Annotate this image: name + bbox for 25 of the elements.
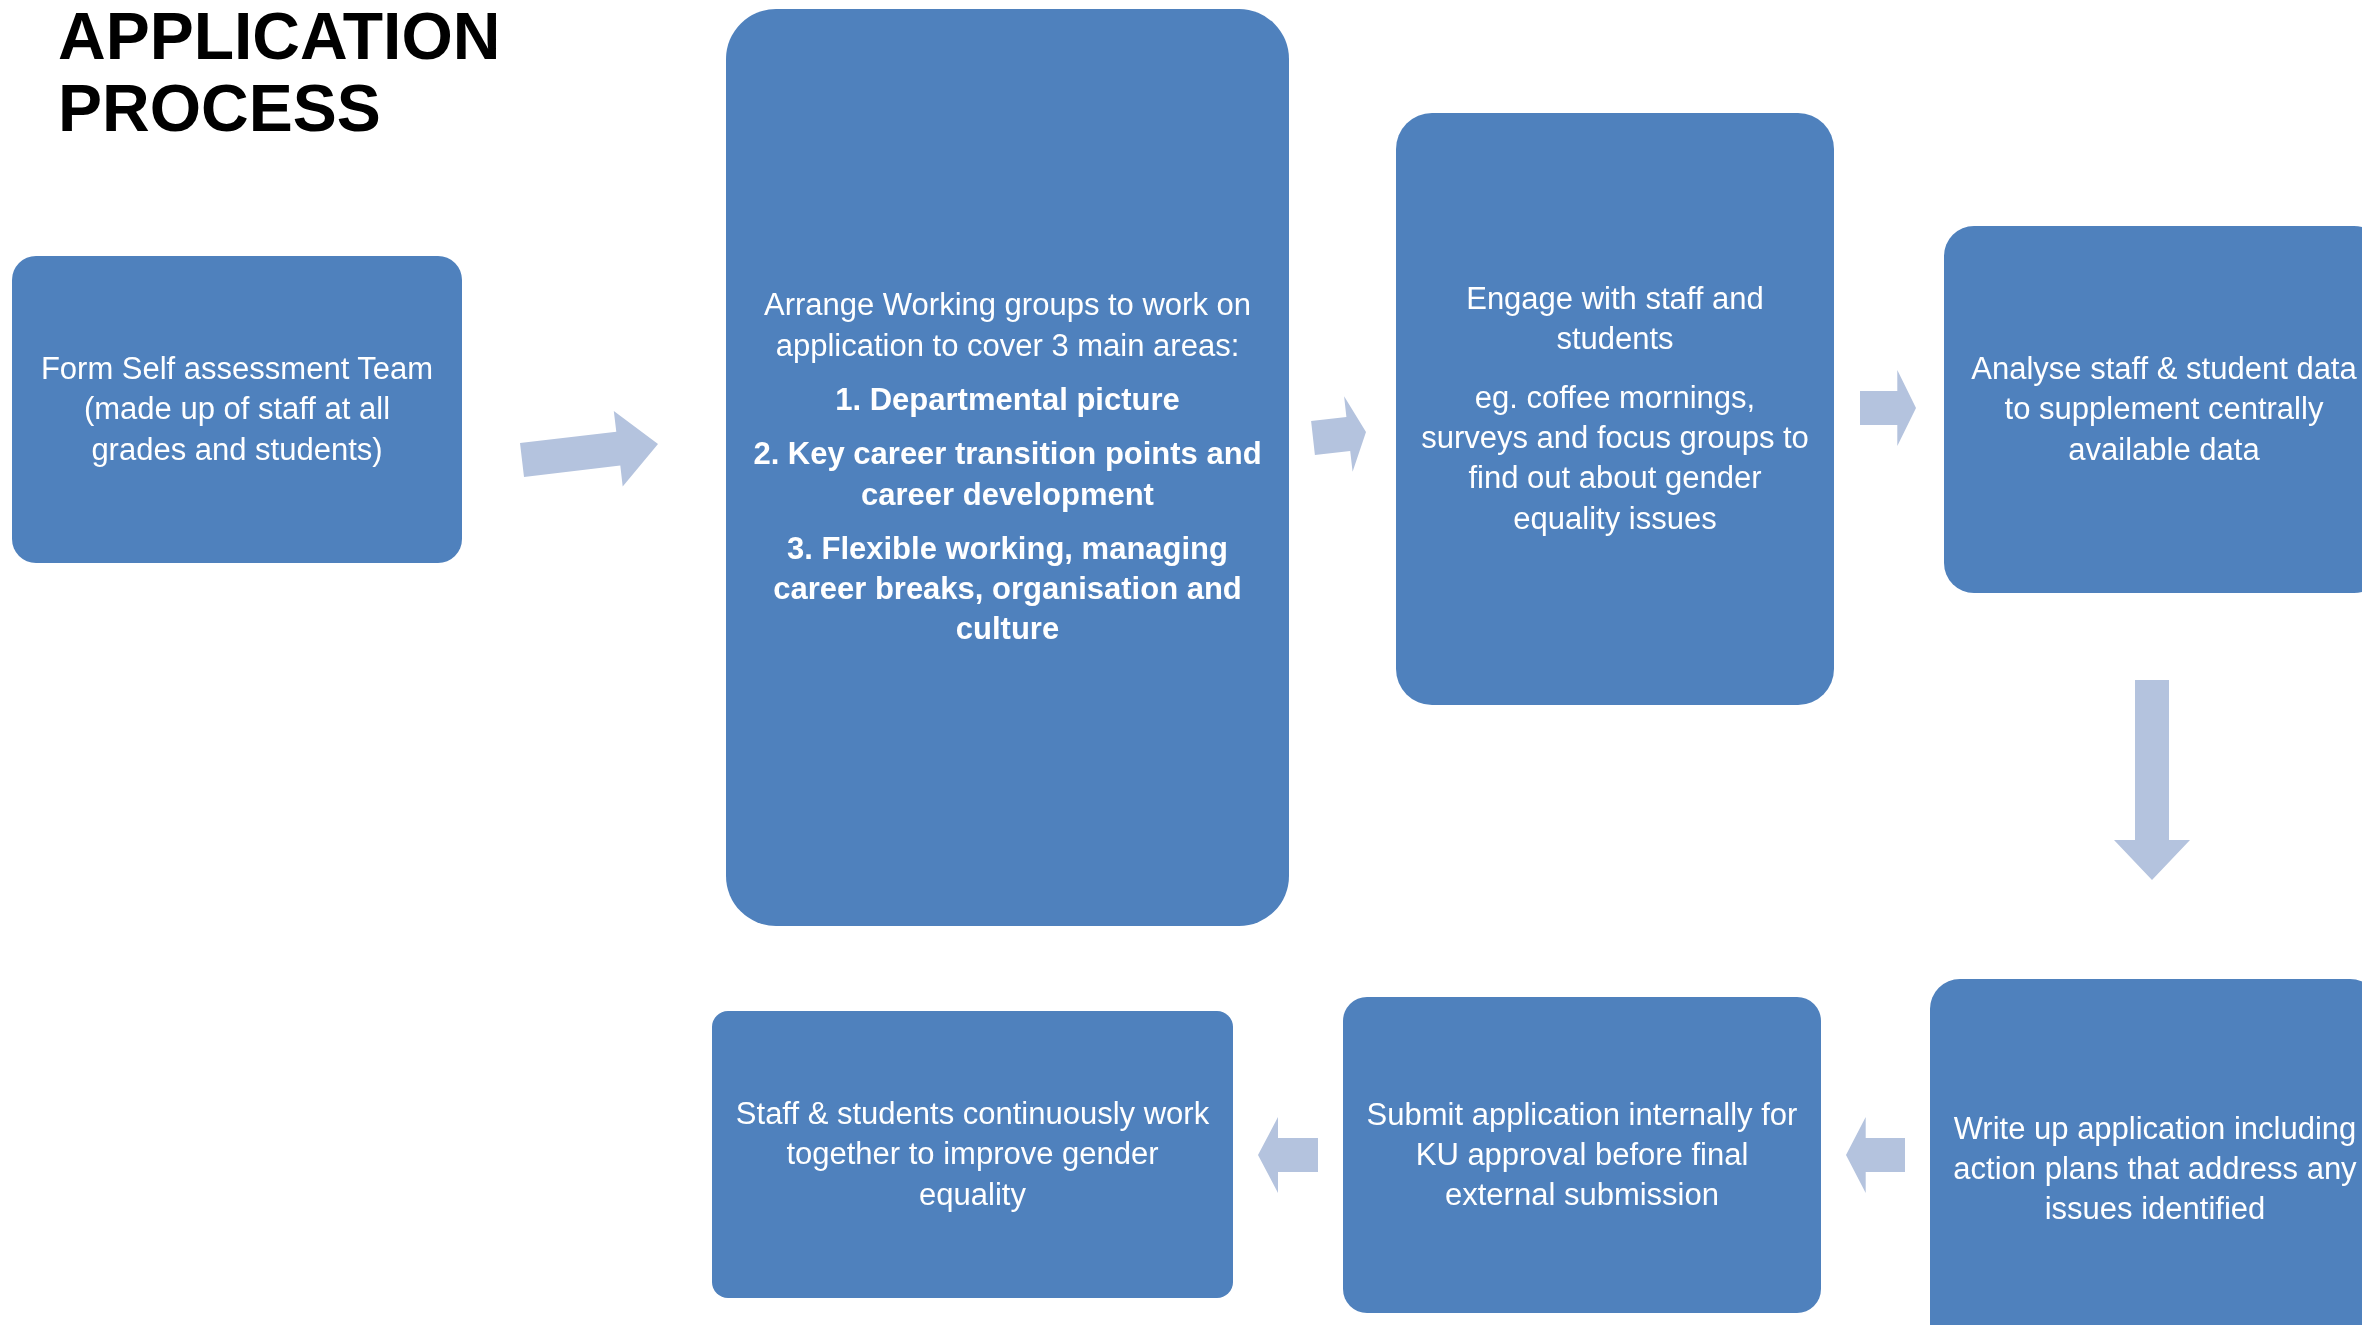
process-box bbox=[12, 256, 462, 563]
box-text: Form Self assessment Team (made up of staff at all grades and students) bbox=[39, 350, 435, 469]
list-item: 2. Key career transition points and career development bbox=[752, 435, 1263, 514]
block-arrow bbox=[1846, 1117, 1905, 1193]
box-text: Submit application internally for KU approval before final external submission bbox=[1365, 1095, 1799, 1215]
box-text: Analyse staff & student data to supplement centrally available data bbox=[1970, 350, 2358, 469]
process-box bbox=[1343, 997, 1821, 1313]
block-arrow bbox=[1258, 1117, 1318, 1193]
title: APPLICATION PROCESS bbox=[58, 0, 502, 144]
box-text: eg. coffee mornings, surveys and focus groups to find out about gender equality issues bbox=[1420, 378, 1810, 538]
process-box bbox=[1944, 226, 2362, 593]
process-box bbox=[1396, 113, 1834, 705]
process-box bbox=[1930, 979, 2362, 1325]
process-box bbox=[712, 1011, 1233, 1298]
list-item: 1. Departmental picture bbox=[835, 380, 1180, 419]
box-text: Staff & students continuously work together to improve gender equality bbox=[734, 1095, 1211, 1214]
block-arrow bbox=[520, 410, 658, 487]
process-box bbox=[726, 9, 1289, 926]
box-text: Engage with staff and students bbox=[1465, 280, 1765, 359]
block-arrow bbox=[1311, 396, 1366, 472]
block-arrow bbox=[2114, 680, 2190, 880]
block-arrow bbox=[1860, 370, 1916, 446]
box-text: Arrange Working groups to work on application to cover 3 main areas: bbox=[762, 286, 1253, 365]
list-item: 3. Flexible working, managing career breaks, organisation and culture bbox=[772, 529, 1243, 649]
box-text: Write up application including action plans that address any issues identified bbox=[1952, 1109, 2358, 1229]
